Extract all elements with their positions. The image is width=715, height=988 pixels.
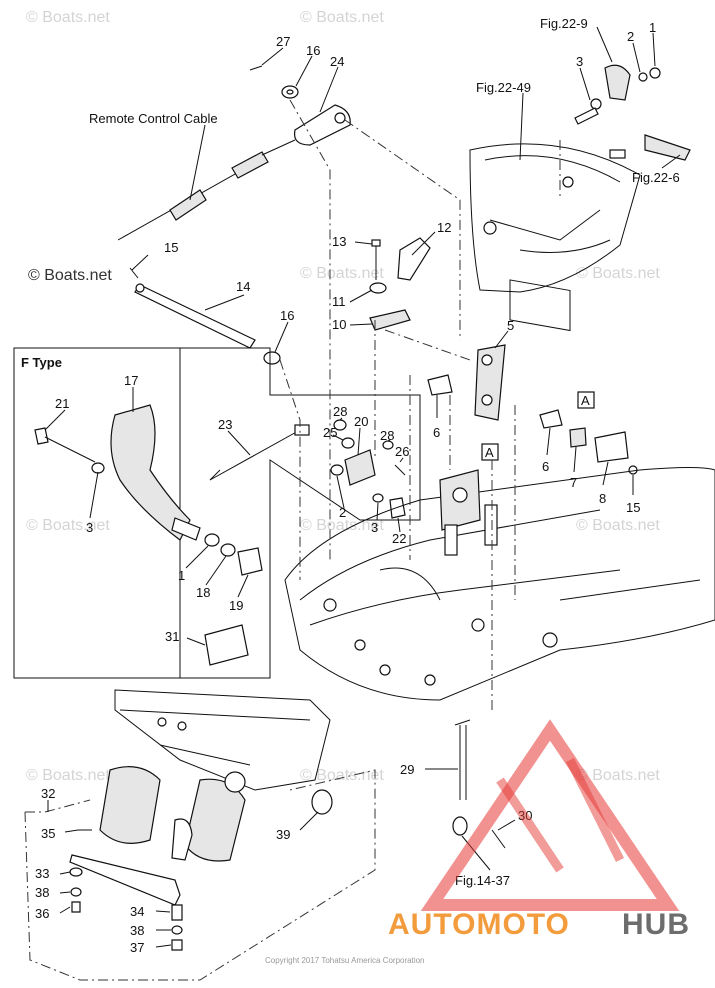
bracket-parts — [369, 237, 431, 331]
callout: 13 — [332, 234, 346, 249]
fig-ref-14-37: Fig.14-37 — [455, 873, 510, 888]
fig22-9-parts — [574, 64, 691, 161]
remote-control-cable — [117, 124, 296, 241]
watermark: © Boats.net — [26, 767, 110, 784]
callout: 11 — [332, 294, 346, 309]
lever-5 — [427, 344, 638, 475]
callout: 38 — [130, 923, 144, 938]
logo-triangle — [420, 719, 680, 911]
callout: 31 — [165, 629, 179, 644]
f-type-label: F Type — [21, 355, 62, 370]
callout: 24 — [330, 54, 344, 69]
callout: 28 — [380, 428, 394, 443]
logo-text-hub: HUB — [622, 908, 690, 941]
callout: 33 — [35, 866, 49, 881]
automotohub-logo: AUTOMOTO HUB — [388, 719, 690, 941]
callout: 20 — [354, 414, 368, 429]
callout: 16 — [306, 43, 320, 58]
cowling-outline — [469, 143, 641, 332]
callout: 1 — [178, 568, 185, 583]
callout: 25 — [323, 425, 337, 440]
clevis-24 — [249, 65, 351, 146]
callout: 15 — [626, 500, 640, 515]
copyright-text: Copyright 2017 Tohatsu America Corporati… — [265, 956, 425, 965]
watermark: © Boats.net — [26, 517, 110, 534]
watermark: © Boats.net — [576, 265, 660, 282]
engine-base — [284, 467, 715, 701]
callout: 39 — [276, 827, 290, 842]
small-parts-cluster — [330, 419, 406, 519]
callout: 23 — [218, 417, 232, 432]
watermark: © Boats.net — [300, 767, 384, 784]
callout: 16 — [280, 308, 294, 323]
callout: 19 — [229, 598, 243, 613]
callout: 14 — [236, 279, 250, 294]
callout: 37 — [130, 940, 144, 955]
callout-numbers: 27 16 24 3 2 1 15 14 13 12 11 10 5 16 17… — [35, 20, 656, 955]
watermark: © Boats.net — [300, 9, 384, 26]
callout: 38 — [35, 885, 49, 900]
box-a-label: A — [581, 393, 590, 408]
remote-control-cable-label: Remote Control Cable — [89, 111, 218, 126]
watermark: © Boats.net — [576, 517, 660, 534]
logo-inner-mark — [496, 757, 625, 873]
callout: 3 — [371, 520, 378, 535]
fig-ref-22-6: Fig.22-6 — [632, 170, 680, 185]
callout: 2 — [627, 29, 634, 44]
callout: 5 — [507, 318, 514, 333]
watermark: © Boats.net — [576, 767, 660, 784]
callout: 1 — [649, 20, 656, 35]
callout: 21 — [55, 396, 69, 411]
callout: 10 — [332, 317, 346, 332]
callout: 6 — [433, 425, 440, 440]
figure-labels: Fig.22-9 Fig.22-49 Fig.22-6 Fig.14-37 Re… — [21, 16, 680, 965]
callout: 32 — [41, 786, 55, 801]
callout: 12 — [437, 220, 451, 235]
callout: 6 — [542, 459, 549, 474]
rod-14 — [129, 267, 281, 365]
callout: 34 — [130, 904, 144, 919]
callout: 36 — [35, 906, 49, 921]
f-type-box — [13, 347, 421, 679]
callout: 26 — [395, 444, 409, 459]
leader-lines — [44, 26, 681, 948]
box-a-label: A — [485, 445, 494, 460]
callout: 3 — [86, 520, 93, 535]
callout: 27 — [276, 34, 290, 49]
callout: 35 — [41, 826, 55, 841]
callout: 29 — [400, 762, 414, 777]
fig-ref-22-9: Fig.22-9 — [540, 16, 588, 31]
watermark-dark: © Boats.net — [28, 267, 112, 284]
rod-29 — [452, 719, 506, 849]
callout: 28 — [333, 404, 347, 419]
dash-lines — [24, 99, 561, 981]
rod-23 — [209, 424, 310, 481]
callout: 2 — [339, 505, 346, 520]
callout: 8 — [599, 491, 606, 506]
watermark: © Boats.net — [300, 265, 384, 282]
callout: 17 — [124, 373, 138, 388]
callout: 22 — [392, 531, 406, 546]
lower-bracket — [69, 689, 333, 951]
callout: 15 — [164, 240, 178, 255]
watermarks: © Boats.net © Boats.net © Boats.net © Bo… — [26, 9, 660, 784]
fig-ref-22-49: Fig.22-49 — [476, 80, 531, 95]
watermark: © Boats.net — [26, 9, 110, 26]
callout: 18 — [196, 585, 210, 600]
box-a: A A — [481, 391, 595, 461]
logo-text-automoto: AUTOMOTO — [388, 908, 570, 941]
callout: 7 — [570, 475, 577, 490]
callout: 3 — [576, 54, 583, 69]
